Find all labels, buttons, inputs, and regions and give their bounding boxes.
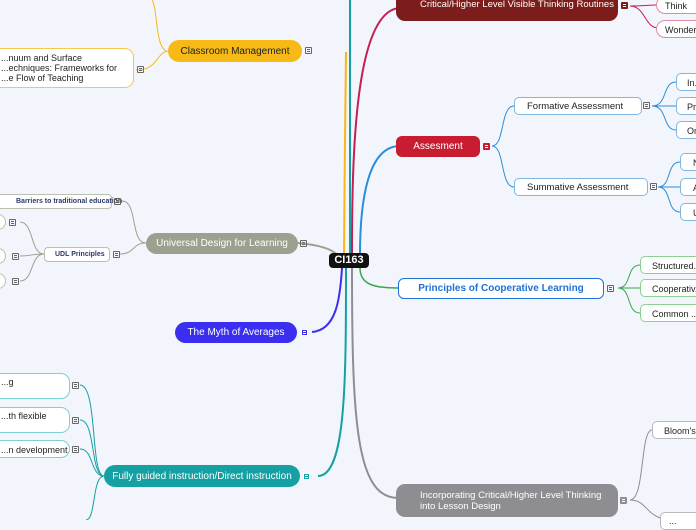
root-node[interactable]: CI163 — [329, 253, 369, 268]
lesson-design-label: Incorporating Critical/Higher Level Thin… — [420, 489, 602, 512]
cooperative-child[interactable]: Common ... — [640, 304, 696, 322]
assessment-label: Assesment — [413, 141, 463, 152]
notes-icon — [607, 285, 614, 292]
udl-node[interactable]: Universal Design for Learning — [146, 233, 298, 254]
notes-icon — [620, 497, 627, 504]
notes-icon — [9, 219, 16, 226]
lesson-design-node[interactable]: Incorporating Critical/Higher Level Thin… — [396, 484, 618, 517]
direct-instruction-label: Fully guided instruction/Direct instruct… — [112, 470, 292, 482]
formative-child[interactable]: Pr... — [676, 97, 696, 115]
formative-child[interactable]: On... — [676, 121, 696, 139]
notes-icon — [113, 251, 120, 258]
udl-barriers-node[interactable] — [0, 194, 112, 209]
direct-note-2[interactable]: ...th flexible — [0, 407, 70, 433]
notes-icon — [72, 382, 79, 389]
assessment-node[interactable]: Assesment — [396, 136, 480, 157]
cooperative-learning-label: Principles of Cooperative Learning — [418, 283, 584, 294]
cooperative-learning-node[interactable]: Principles of Cooperative Learning — [398, 278, 604, 299]
notes-icon — [483, 143, 490, 150]
notes-icon — [114, 198, 121, 205]
think-node[interactable]: Think — [656, 0, 696, 14]
notes-icon — [301, 329, 308, 336]
myth-of-averages-label: The Myth of Averages — [187, 327, 285, 338]
classroom-management-label: Classroom Management — [180, 45, 290, 57]
notes-icon — [12, 253, 19, 260]
direct-note-1[interactable]: ...g — [0, 373, 70, 399]
root-label: CI163 — [334, 254, 364, 266]
direct-note-3[interactable]: ...n development — [0, 440, 70, 458]
udl-barriers-label: Barriers to traditional education — [16, 198, 123, 205]
classroom-note[interactable]: ...nuum and Surface ...echniques: Framew… — [0, 48, 134, 88]
notes-icon — [137, 66, 144, 73]
summative-child[interactable]: N... — [680, 153, 696, 171]
notes-icon — [650, 183, 657, 190]
notes-icon — [643, 102, 650, 109]
visible-thinking-node[interactable]: Critical/Higher Level Visible Thinking R… — [396, 0, 618, 21]
summative-child[interactable]: U... — [680, 203, 696, 221]
summative-child[interactable]: A... — [680, 178, 696, 196]
blooms-node[interactable]: Bloom's — [652, 421, 696, 439]
notes-icon — [303, 473, 310, 480]
notes-icon — [305, 47, 312, 54]
notes-icon — [12, 278, 19, 285]
visible-thinking-label: Critical/Higher Level Visible Thinking R… — [420, 0, 614, 10]
notes-icon — [300, 240, 307, 247]
summative-assessment-node[interactable]: Summative Assessment — [514, 178, 648, 196]
formative-child[interactable]: In... — [676, 73, 696, 91]
classroom-management-node[interactable]: Classroom Management — [168, 40, 302, 62]
lesson-child[interactable]: ... — [660, 512, 696, 530]
direct-instruction-node[interactable]: Fully guided instruction/Direct instruct… — [104, 465, 300, 487]
wonder-node[interactable]: Wonder — [656, 20, 696, 38]
udl-principles-node[interactable] — [44, 247, 110, 262]
notes-icon — [621, 2, 628, 9]
udl-principles-label: UDL Principles — [55, 251, 105, 258]
cooperative-child[interactable]: Structured... — [640, 256, 696, 274]
cooperative-child[interactable]: Cooperativ... — [640, 279, 696, 297]
formative-assessment-node[interactable]: Formative Assessment — [514, 97, 642, 115]
myth-of-averages-node[interactable]: The Myth of Averages — [175, 322, 297, 343]
notes-icon — [72, 417, 79, 424]
notes-icon — [72, 446, 79, 453]
udl-label: Universal Design for Learning — [156, 238, 288, 249]
